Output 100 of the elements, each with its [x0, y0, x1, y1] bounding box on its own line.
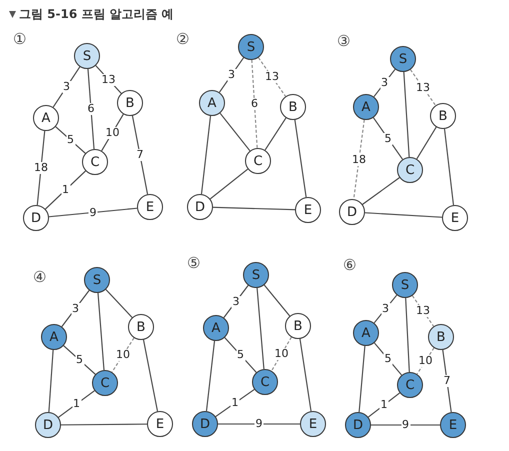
edge-line — [416, 348, 434, 374]
edge-line — [373, 117, 403, 160]
edge-line — [105, 289, 133, 318]
edge-line — [256, 288, 264, 370]
edge-line — [403, 72, 410, 158]
edge-weight: 18 — [351, 154, 367, 166]
edge-weight: 5 — [75, 354, 84, 366]
vertex-circle: B — [285, 313, 311, 339]
vertex-circle: A — [203, 315, 229, 341]
edge-weight: 7 — [442, 375, 452, 387]
edge-line — [52, 66, 80, 108]
vertex-circle: E — [442, 205, 468, 231]
edge-weight: 3 — [62, 81, 71, 93]
edge-line — [206, 340, 216, 412]
edge-weight: 18 — [33, 162, 49, 174]
edge-line — [353, 120, 365, 200]
edge-weight: 5 — [384, 353, 392, 365]
edge-weight: 5 — [384, 132, 392, 144]
edge-weight: 3 — [71, 302, 80, 314]
vertex-circle: S — [84, 267, 110, 293]
edge-line — [374, 342, 402, 376]
edge-weight: 13 — [415, 82, 431, 94]
edge-weight: 7 — [136, 149, 144, 161]
vertex-circle: C — [252, 369, 278, 395]
figure-title: 그림 5-16 프림 알고리즘 예 — [19, 6, 174, 23]
step-number: ③ — [337, 32, 350, 50]
vertex-circle: C — [92, 370, 118, 396]
vertex-circle: D — [187, 194, 213, 220]
edge-weight: 3 — [380, 77, 389, 89]
edge-line — [97, 292, 105, 370]
edge-line — [358, 346, 366, 412]
edge-line — [112, 338, 134, 372]
vertex-circle: A — [33, 105, 59, 131]
edge-line — [416, 126, 437, 160]
vertex-circle: D — [345, 412, 371, 438]
edge-line — [294, 120, 307, 198]
vertex-circle: E — [300, 411, 326, 437]
edge-line — [212, 206, 296, 210]
edge-line — [362, 177, 400, 205]
vertex-circle: D — [192, 411, 218, 437]
edge-weight: 13 — [100, 74, 116, 86]
edge-line — [299, 338, 312, 412]
edge-weight: 10 — [418, 355, 434, 367]
edge-weight: 9 — [88, 206, 98, 218]
edge-line — [210, 168, 248, 200]
edge-line — [36, 130, 46, 206]
edge-weight: 10 — [274, 348, 290, 360]
edge-line — [48, 350, 54, 412]
edge-line — [132, 116, 148, 194]
vertex-circle: B — [128, 314, 154, 340]
vertex-circle: A — [353, 94, 379, 120]
edge-line — [258, 57, 286, 97]
edge-line — [48, 208, 138, 218]
vertex-circle: S — [238, 34, 264, 60]
edge-line — [58, 390, 95, 418]
edge-line — [200, 116, 212, 194]
vertex-circle: E — [440, 412, 466, 438]
vertex-circle: A — [353, 320, 379, 346]
vertex-circle: E — [295, 197, 321, 223]
edge-line — [220, 112, 250, 152]
edge-weight: 3 — [232, 296, 240, 308]
vertex-circle: D — [35, 412, 61, 438]
vertex-circle: E — [137, 194, 163, 220]
edge-line — [55, 126, 86, 154]
vertex-circle: C — [397, 372, 423, 398]
edge-weight: 1 — [380, 399, 388, 411]
edge-weight: 1 — [61, 184, 70, 196]
edge-weight: 13 — [415, 305, 431, 317]
edge-weight: 1 — [72, 398, 81, 410]
edge-line — [264, 284, 290, 316]
edge-line — [63, 345, 96, 375]
edge-weight: 3 — [381, 303, 390, 315]
edge-line — [410, 69, 436, 106]
edge-line — [442, 350, 452, 412]
edge-line — [371, 424, 440, 426]
edge-weight: 9 — [254, 418, 264, 430]
edge-weight: 6 — [250, 98, 259, 110]
vertex-circle: S — [392, 272, 418, 298]
step-number: ② — [176, 30, 190, 48]
edge-line — [61, 424, 147, 426]
edge-line — [444, 128, 454, 206]
edge-line — [264, 118, 286, 150]
vertex-circle: B — [430, 103, 456, 129]
edge-weight: 1 — [230, 397, 240, 409]
edge-weight: 10 — [115, 349, 131, 361]
edge-weight: 5 — [66, 134, 75, 146]
edge-weight: 10 — [104, 126, 120, 138]
vertex-circle: B — [428, 324, 454, 350]
step-number: ④ — [33, 268, 46, 286]
edge-line — [101, 114, 124, 152]
edge-line — [364, 212, 442, 218]
vertex-circle: D — [339, 199, 365, 225]
edge-line — [95, 65, 122, 94]
edge-line — [251, 60, 258, 148]
edge-weight: 3 — [227, 69, 236, 81]
edge-line — [45, 170, 86, 210]
vertex-circle: E — [147, 411, 173, 437]
edge-line — [142, 340, 158, 412]
edge-weight: 13 — [264, 71, 280, 83]
edge-weight: 6 — [86, 103, 96, 115]
